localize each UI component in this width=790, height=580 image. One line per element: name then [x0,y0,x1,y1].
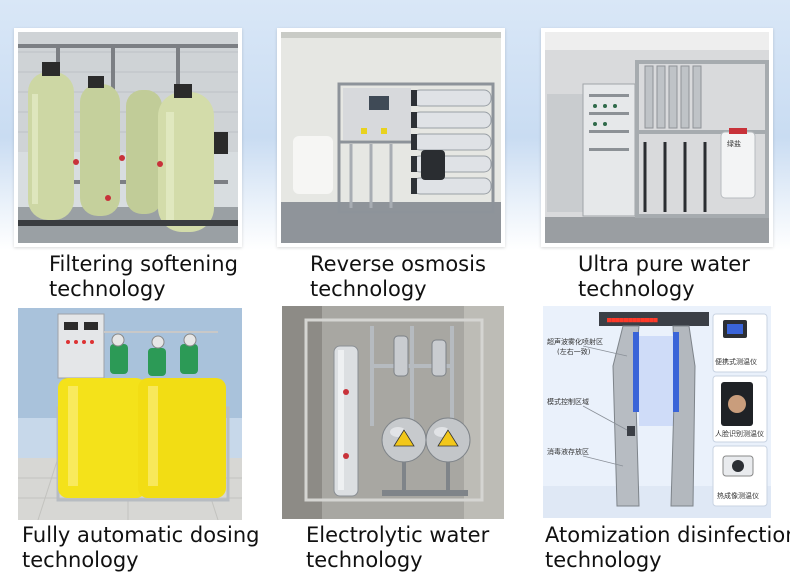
caption-line: technology [306,548,423,572]
ultra-pure-water-system-photo: 绿盐 [541,28,773,247]
caption-line: Reverse osmosis [310,252,486,276]
dosing-tanks-photo [18,308,242,520]
control-zone-label: 模式控制区域 [547,397,589,406]
caption-line: technology [578,277,695,301]
tank-warning-label: 绿盐 [727,139,741,148]
spray-zone-note: (左右一致) [557,347,591,356]
electrolytic-cell-photo [282,306,504,519]
reverse-osmosis-unit-photo [277,28,505,247]
caption-ultra-pure-water: Ultra pure water technology [578,252,750,302]
softening-tanks-photo [14,28,242,247]
caption-line: Filtering softening [49,252,238,276]
caption-line: technology [545,548,662,572]
spray-zone-label: 超声波雾化喷射区 [547,337,603,346]
caption-line: Electrolytic water [306,523,490,547]
caption-reverse-osmosis: Reverse osmosis technology [310,252,486,302]
caption-line: technology [310,277,427,301]
caption-line: Ultra pure water [578,252,750,276]
caption-atomization-disinfection: Atomization disinfection technology [545,523,790,573]
caption-automatic-dosing: Fully automatic dosing technology [22,523,259,573]
face-meter-label: 人脸识别测温仪 [715,429,764,438]
liquid-zone-label: 消毒液存放区 [547,447,589,456]
caption-line: Fully automatic dosing [22,523,260,547]
gate-display-text: ■■■■■■■■■■■■ [607,316,658,324]
caption-electrolytic-water: Electrolytic water technology [306,523,489,573]
caption-line: Atomization disinfection [545,523,790,547]
caption-filtering-softening: Filtering softening technology [49,252,238,302]
portable-meter-label: 便携式测温仪 [715,357,757,366]
caption-line: technology [49,277,166,301]
caption-line: technology [22,548,139,572]
disinfection-gate-diagram: ■■■■■■■■■■■■ 超声波雾化喷射区 (左右一致) 模式控制区域 消毒液存… [543,306,771,518]
thermal-meter-label: 热成像测温仪 [717,491,759,500]
